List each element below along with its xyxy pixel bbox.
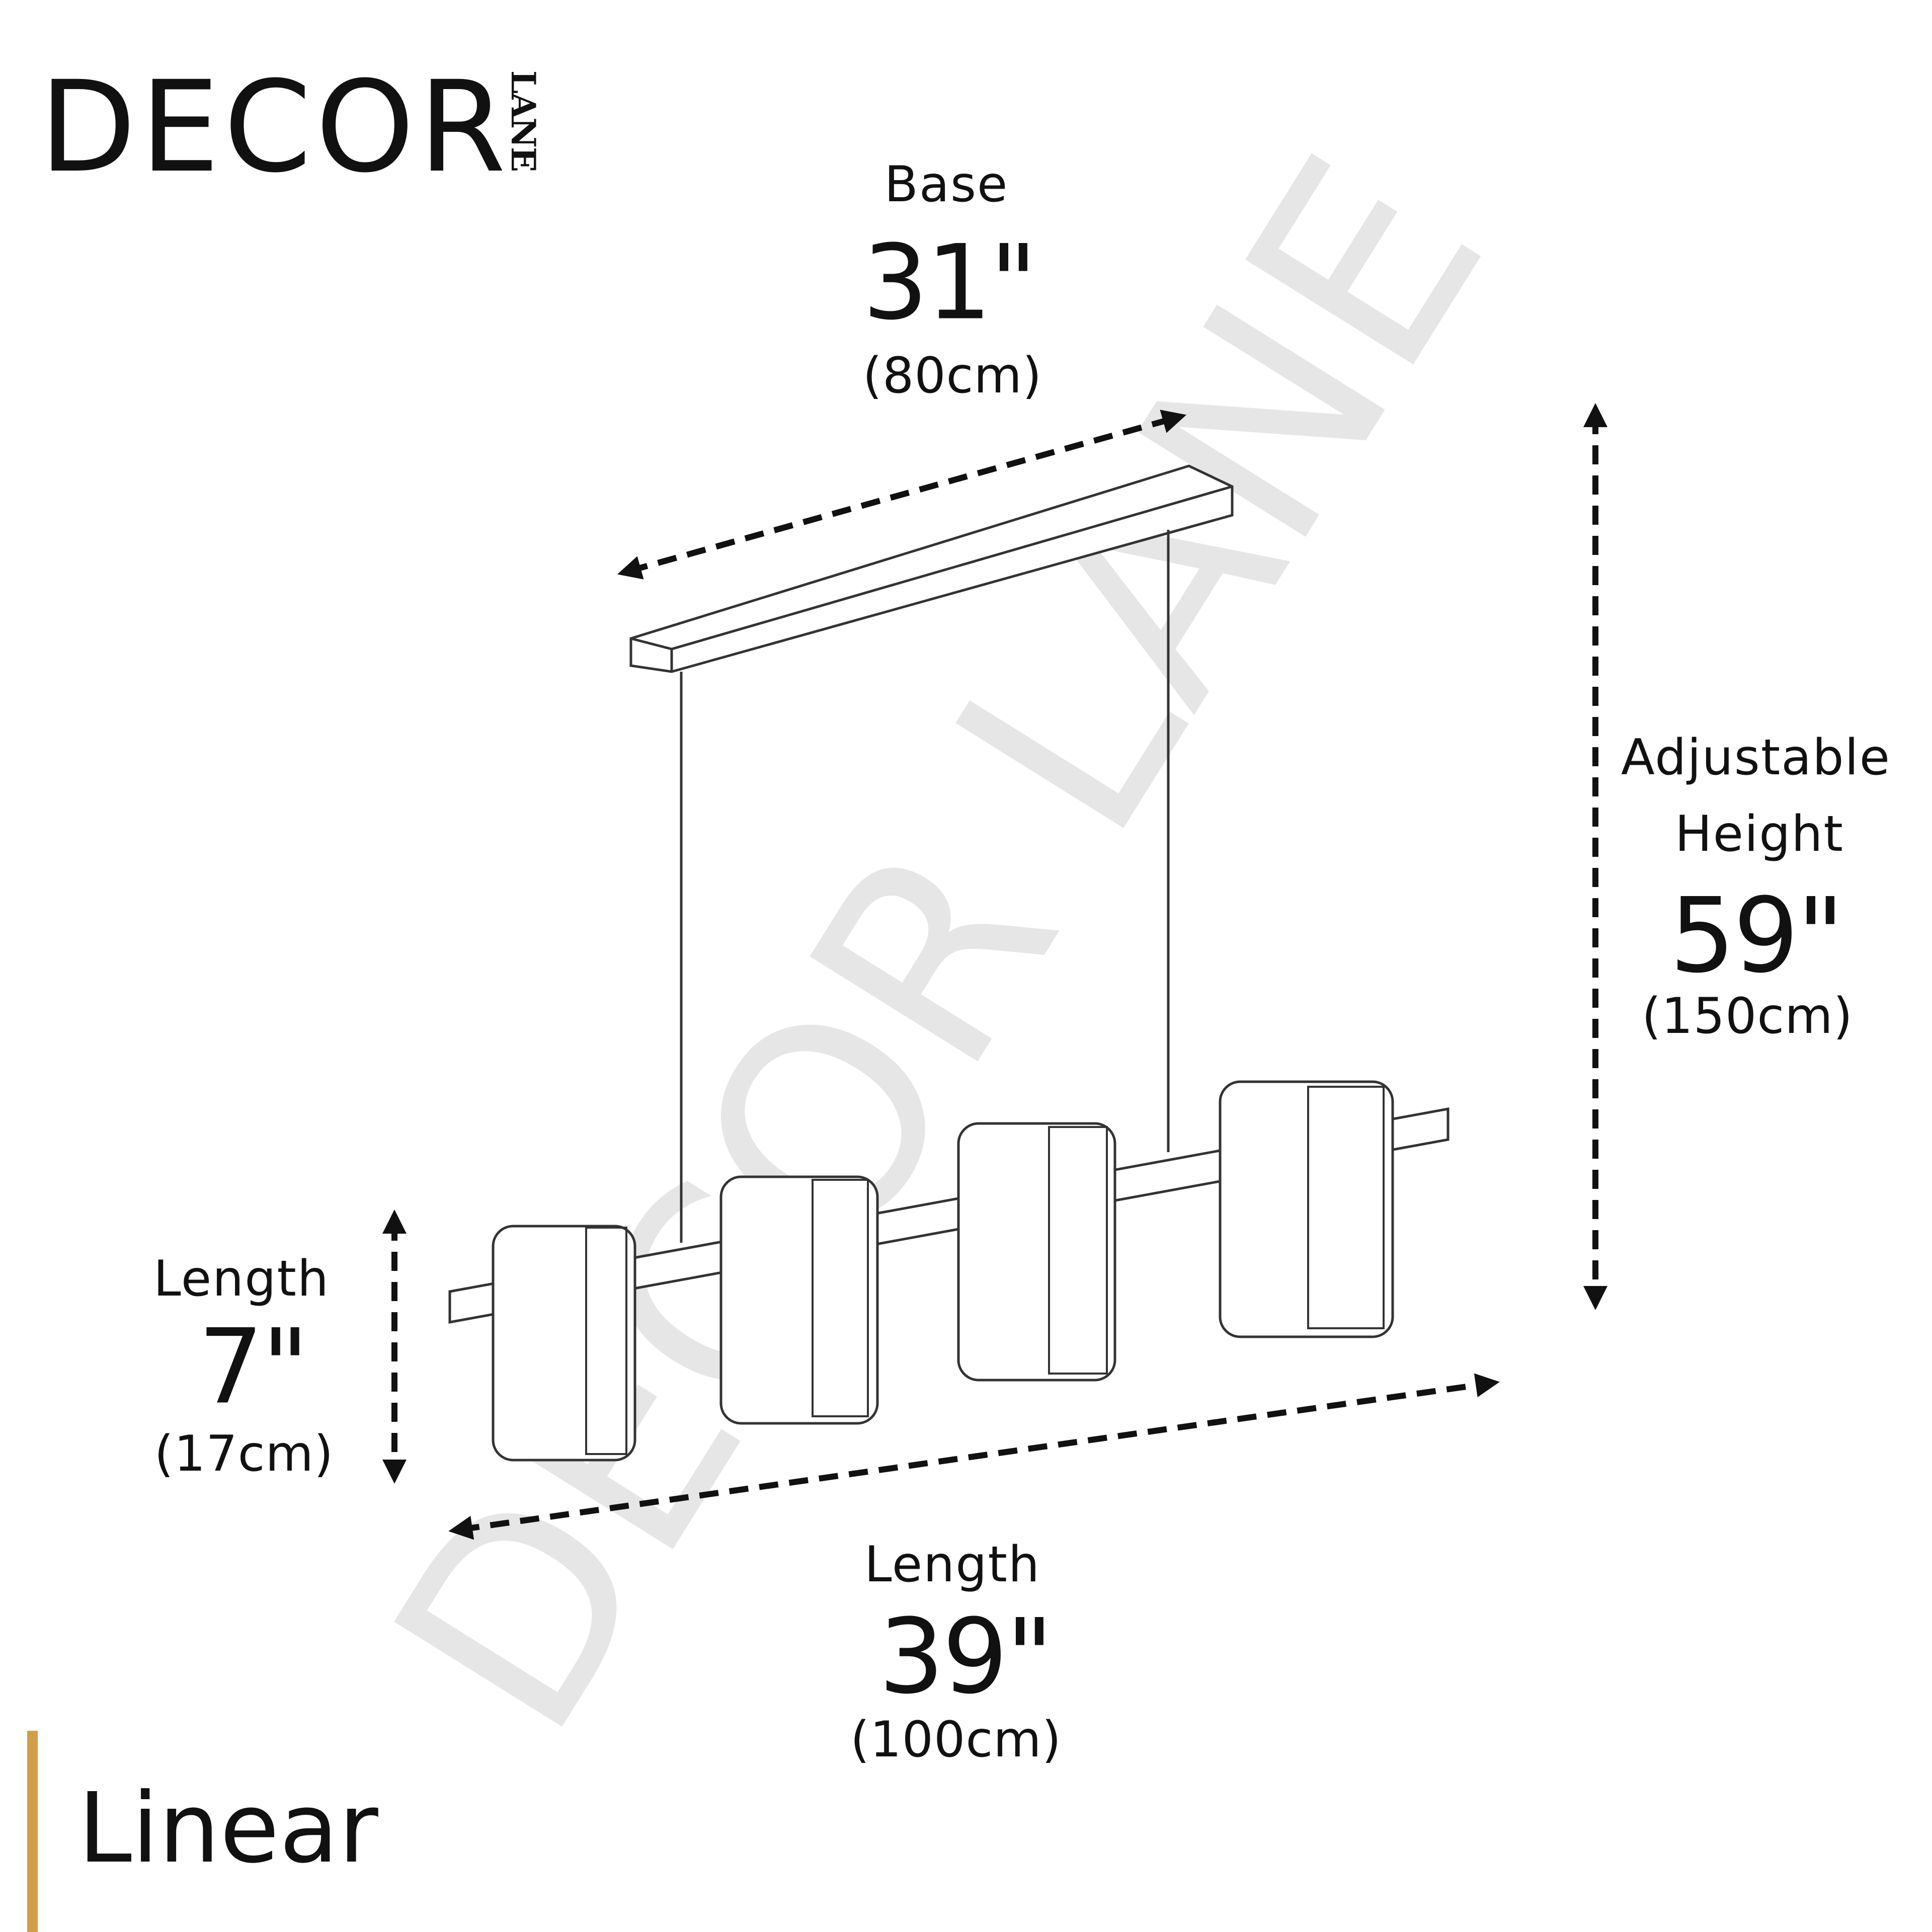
pendant-length-inches: 7" <box>198 1307 309 1427</box>
length-inches: 39" <box>878 1597 1053 1717</box>
pendant-shade <box>492 1225 636 1462</box>
height-label-line2: Height <box>1675 806 1844 863</box>
base-cm: (80cm) <box>862 347 1042 405</box>
pendant-length-cm: (17cm) <box>154 1425 334 1483</box>
height-cm: (150cm) <box>1642 988 1853 1045</box>
pendant-shade <box>1219 1080 1394 1338</box>
canopy-edge <box>630 637 672 651</box>
accent-bar <box>27 1731 38 1932</box>
pendant-shade <box>719 1175 879 1425</box>
base-inches: 31" <box>862 223 1037 343</box>
length-label: Length <box>864 1536 1041 1593</box>
height-inches: 59" <box>1669 876 1844 996</box>
brand-logo-sub: LANE <box>504 70 543 172</box>
category-title: Linear <box>78 1773 378 1885</box>
base-label: Base <box>884 156 1009 213</box>
base-dimension-arrow <box>617 410 1187 580</box>
length-dimension-arrow <box>448 1373 1500 1540</box>
height-label-line1: Adjustable <box>1621 729 1891 786</box>
pendant-shade <box>957 1122 1116 1382</box>
brand-logo: DECOR <box>39 54 510 200</box>
pendant-length-label: Length <box>153 1250 330 1308</box>
length-cm: (100cm) <box>850 1711 1062 1768</box>
